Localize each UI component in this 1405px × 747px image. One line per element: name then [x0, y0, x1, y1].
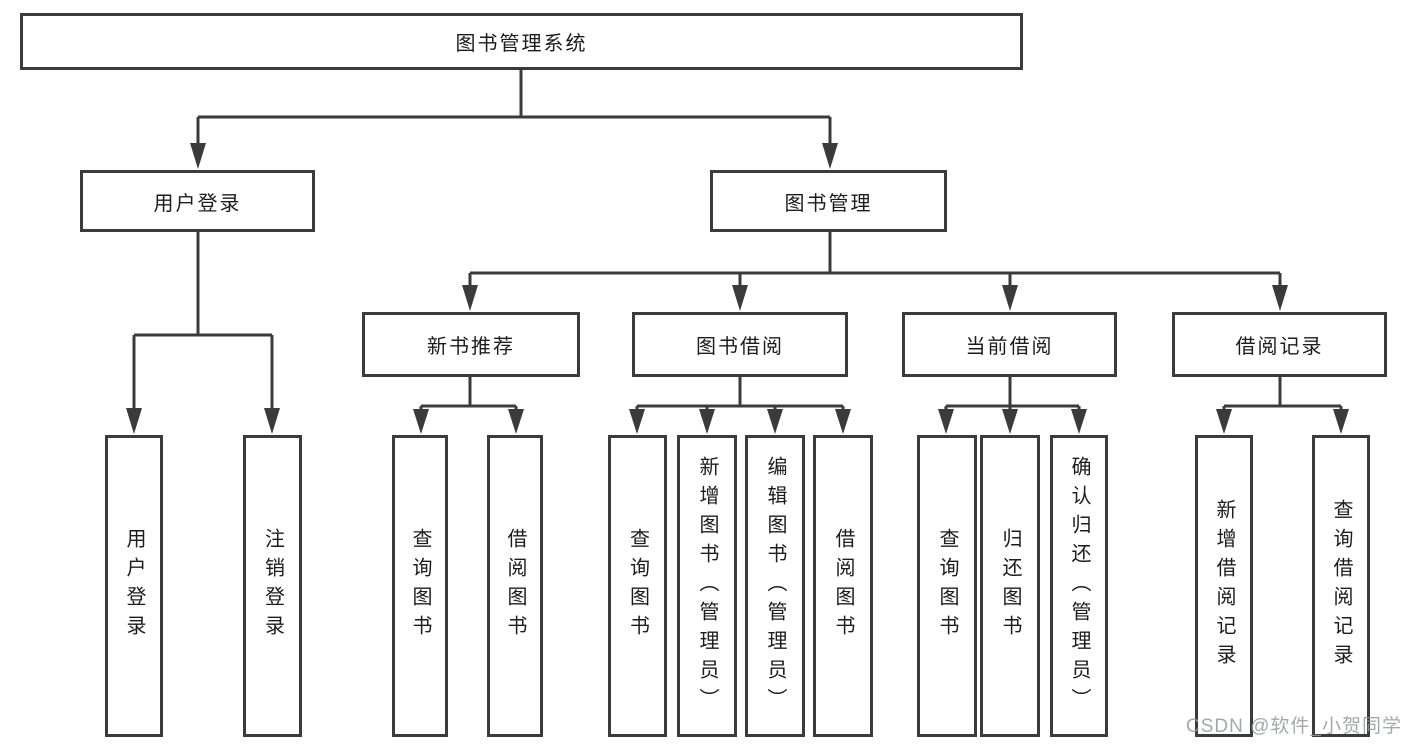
leaf-node-label: 编辑图书（管理员） [764, 455, 786, 717]
leaf-node-borrow-books-2: 借阅图书 [813, 435, 873, 737]
leaf-node-query-books-2: 查询图书 [608, 435, 667, 737]
branch-node-book-management: 图书管理 [710, 170, 947, 232]
leaf-node-logout: 注销登录 [243, 435, 302, 737]
leaf-node-label: 注销登录 [261, 528, 284, 644]
group-node-book-borrow: 图书借阅 [632, 312, 848, 377]
leaf-node-query-books-3: 查询图书 [917, 435, 977, 737]
leaf-node-add-borrow-record: 新增借阅记录 [1195, 435, 1253, 737]
leaf-node-label: 确认归还（管理员） [1068, 455, 1090, 717]
group-node-label: 当前借阅 [965, 336, 1054, 358]
leaf-node-label: 查询图书 [409, 528, 431, 644]
leaf-node-label: 用户登录 [123, 528, 145, 644]
group-node-label: 图书借阅 [696, 336, 784, 358]
branch-node-label: 用户登录 [153, 192, 242, 215]
leaf-node-label: 新增图书（管理员） [696, 455, 718, 717]
connector-strokes [132, 70, 1343, 409]
leaf-node-borrow-books-1: 借阅图书 [487, 435, 543, 737]
root-node-library-system: 图书管理系统 [20, 13, 1023, 70]
branch-node-user-login: 用户登录 [80, 170, 315, 232]
leaf-node-edit-books-admin: 编辑图书（管理员） [745, 435, 805, 737]
group-node-current-borrow: 当前借阅 [902, 312, 1117, 377]
group-node-new-book-recommend: 新书推荐 [362, 312, 580, 377]
leaf-node-confirm-return-admin: 确认归还（管理员） [1050, 435, 1108, 737]
root-node-label: 图书管理系统 [455, 33, 588, 55]
leaf-node-label: 借阅图书 [504, 528, 526, 644]
group-node-label: 新书推荐 [427, 336, 515, 358]
leaf-node-label: 查询图书 [626, 528, 649, 644]
leaf-node-query-books-1: 查询图书 [392, 435, 448, 737]
leaf-node-query-borrow-record: 查询借阅记录 [1312, 435, 1370, 737]
leaf-node-return-books: 归还图书 [980, 435, 1040, 737]
leaf-node-label: 借阅图书 [832, 528, 854, 644]
arrowheads [126, 143, 1349, 434]
csdn-watermark: CSDN @软件_小贺同学 [1186, 716, 1402, 737]
leaf-node-label: 新增借阅记录 [1213, 499, 1235, 673]
group-node-label: 借阅记录 [1235, 336, 1324, 358]
group-node-borrow-records: 借阅记录 [1172, 312, 1387, 377]
leaf-node-label: 归还图书 [999, 528, 1021, 644]
leaf-node-user-login: 用户登录 [105, 435, 163, 737]
branch-node-label: 图书管理 [784, 192, 873, 215]
leaf-node-add-books-admin: 新增图书（管理员） [677, 435, 737, 737]
leaf-node-label: 查询借阅记录 [1330, 499, 1352, 673]
leaf-node-label: 查询图书 [936, 528, 958, 644]
